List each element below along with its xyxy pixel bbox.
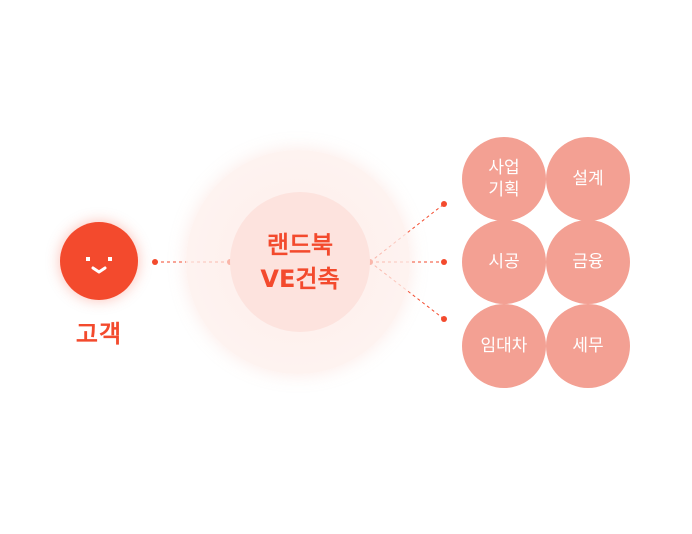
customer-avatar — [60, 222, 138, 300]
customer-label: 고객 — [75, 320, 123, 348]
service-label: 설계 — [572, 169, 604, 189]
smiley-face-icon — [86, 257, 112, 274]
hub-circle: 랜드북 VE건축 — [230, 192, 370, 332]
service-label: 시공 — [488, 252, 520, 272]
hub-title-line2: VE건축 — [260, 265, 340, 293]
connector-dot-top — [441, 201, 447, 207]
service-finance: 금융 — [546, 220, 630, 304]
service-label: 사업 — [488, 158, 520, 178]
service-design: 설계 — [546, 137, 630, 221]
service-construction: 시공 — [462, 220, 546, 304]
connector-dot-middle — [441, 259, 447, 265]
service-label: 기획 — [488, 180, 520, 200]
service-label: 세무 — [572, 336, 604, 356]
service-label: 임대차 — [480, 336, 528, 356]
connector-dot-bottom — [441, 316, 447, 322]
service-tax: 세무 — [546, 304, 630, 388]
hub-title-line1: 랜드북 — [266, 231, 334, 259]
service-leasing: 임대차 — [462, 304, 546, 388]
connector-dot-customer — [152, 259, 158, 265]
service-label: 금융 — [572, 252, 604, 272]
service-business-planning: 사업 기획 — [462, 137, 546, 221]
connector-hub-top — [369, 203, 445, 263]
